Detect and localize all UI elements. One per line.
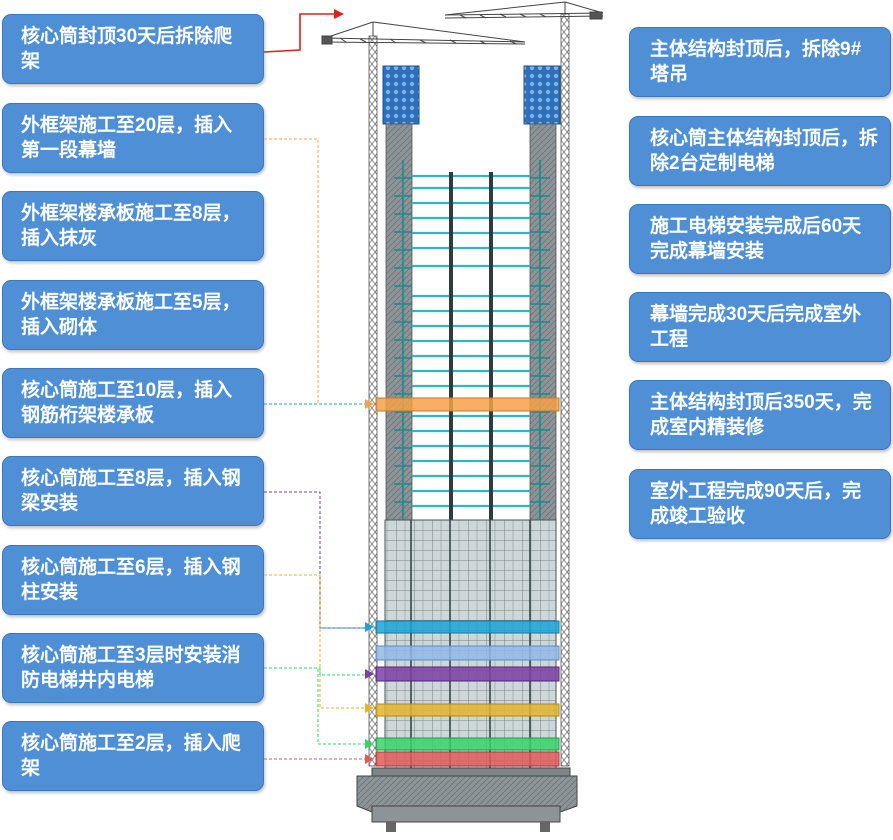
leader-arrow-heads (365, 399, 374, 764)
leader-lines (264, 138, 366, 760)
step-label: 主体结构封顶后，拆除9#塔吊 (650, 39, 862, 85)
step-box-steel-beam: 核心筒施工至8层，插入钢梁安装 (2, 456, 264, 526)
step-label: 核心筒封顶30天后拆除爬架 (21, 26, 233, 72)
tower-crane-right (444, 1, 604, 20)
level-band-truss-deck (375, 397, 560, 412)
floor-slabs (412, 174, 530, 508)
level-band-climbing-frame (375, 751, 560, 767)
step-box-custom-elevator-removal: 核心筒主体结构封顶后，拆除2台定制电梯 (629, 116, 891, 186)
tower-crane-mast-right (560, 13, 570, 767)
step-box-exterior-works: 幕墙完成30天后完成室外工程 (629, 292, 891, 362)
step-label: 主体结构封顶后350天，完成室内精装修 (650, 392, 872, 438)
step-box-steel-column: 核心筒施工至6层，插入钢柱安装 (2, 545, 264, 615)
core-top-climbing-frame-right (523, 65, 561, 125)
level-band-purple (375, 666, 560, 682)
step-box-completion-acceptance: 室外工程完成90天后，完成竣工验收 (629, 469, 891, 539)
step-label: 核心筒施工至6层，插入钢柱安装 (21, 557, 241, 603)
step-box-plastering: 外框架楼承板施工至8层，插入抹灰 (2, 191, 264, 261)
step-box-curtain-wall-completion: 施工电梯安装完成后60天完成幕墙安装 (629, 204, 891, 274)
level-band-steel-beam (375, 620, 560, 634)
core-top-climbing-frame-left (382, 65, 420, 125)
step-label: 核心筒施工至3层时安装消防电梯井内电梯 (21, 645, 241, 691)
level-band-lightblue (375, 645, 560, 661)
core-wall-right (529, 123, 557, 525)
level-band-steel-column (375, 703, 560, 717)
step-label: 外框架楼承板施工至8层，插入抹灰 (21, 203, 241, 249)
step-label: 核心筒施工至10层，插入钢筋桁架楼承板 (21, 380, 233, 426)
step-label: 施工电梯安装完成后60天完成幕墙安装 (650, 216, 862, 262)
step-box-tower-crane-removal: 主体结构封顶后，拆除9#塔吊 (629, 27, 891, 97)
step-label: 外框架楼承板施工至5层，插入砌体 (21, 292, 241, 338)
step-label: 外框架施工至20层，插入第一段幕墙 (21, 115, 233, 161)
level-band-fire-elevator (375, 737, 560, 751)
core-wall-left (385, 123, 413, 525)
podium-slab (371, 767, 571, 777)
step-box-masonry: 外框架楼承板施工至5层，插入砌体 (2, 280, 264, 350)
curtain-wall-facade (384, 519, 557, 771)
arrow-to-crane-top (263, 13, 338, 53)
step-box-climbing-frame-removal: 核心筒封顶30天后拆除爬架 (2, 14, 264, 84)
step-label: 核心筒施工至8层，插入钢梁安装 (21, 468, 241, 514)
step-label: 核心筒施工至2层，插入爬架 (21, 733, 241, 779)
step-label: 幕墙完成30天后完成室外工程 (650, 304, 862, 350)
arrow-head-icon (334, 9, 344, 19)
step-box-interior-finishing: 主体结构封顶后350天，完成室内精装修 (629, 380, 891, 450)
step-label: 核心筒主体结构封顶后，拆除2台定制电梯 (650, 128, 879, 174)
step-box-truss-deck: 核心筒施工至10层，插入钢筋桁架楼承板 (2, 368, 264, 438)
step-box-curtain-wall-first-stage: 外框架施工至20层，插入第一段幕墙 (2, 103, 264, 173)
tower-crane-left (321, 21, 526, 45)
step-label: 室外工程完成90天后，完成竣工验收 (650, 481, 862, 527)
step-box-climbing-frame-insert: 核心筒施工至2层，插入爬架 (2, 721, 264, 791)
step-box-fire-elevator: 核心筒施工至3层时安装消防电梯井内电梯 (2, 633, 264, 703)
steel-columns (449, 172, 493, 524)
